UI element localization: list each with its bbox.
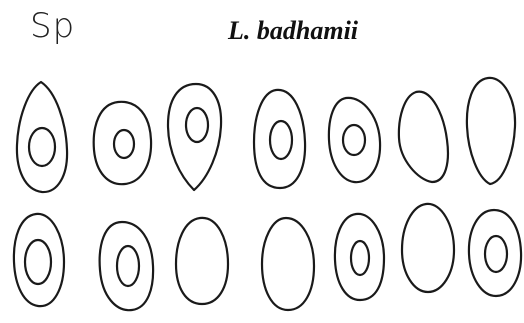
spore-1 [15, 80, 69, 194]
section-code-label: Sp [30, 6, 76, 46]
spore-8 [12, 212, 66, 308]
spore-10 [174, 216, 230, 306]
species-name-label: L. badhamii [228, 16, 359, 45]
spore-9 [98, 220, 155, 312]
spore-11 [260, 216, 316, 312]
spore-3 [166, 82, 223, 192]
spore-6 [397, 90, 449, 184]
spore-7 [465, 76, 517, 186]
spore-12 [333, 212, 386, 302]
spore-14 [467, 208, 523, 298]
spore-5 [327, 96, 382, 184]
spore-4 [252, 88, 307, 190]
spore-2 [92, 100, 153, 186]
spore-13 [400, 202, 456, 294]
